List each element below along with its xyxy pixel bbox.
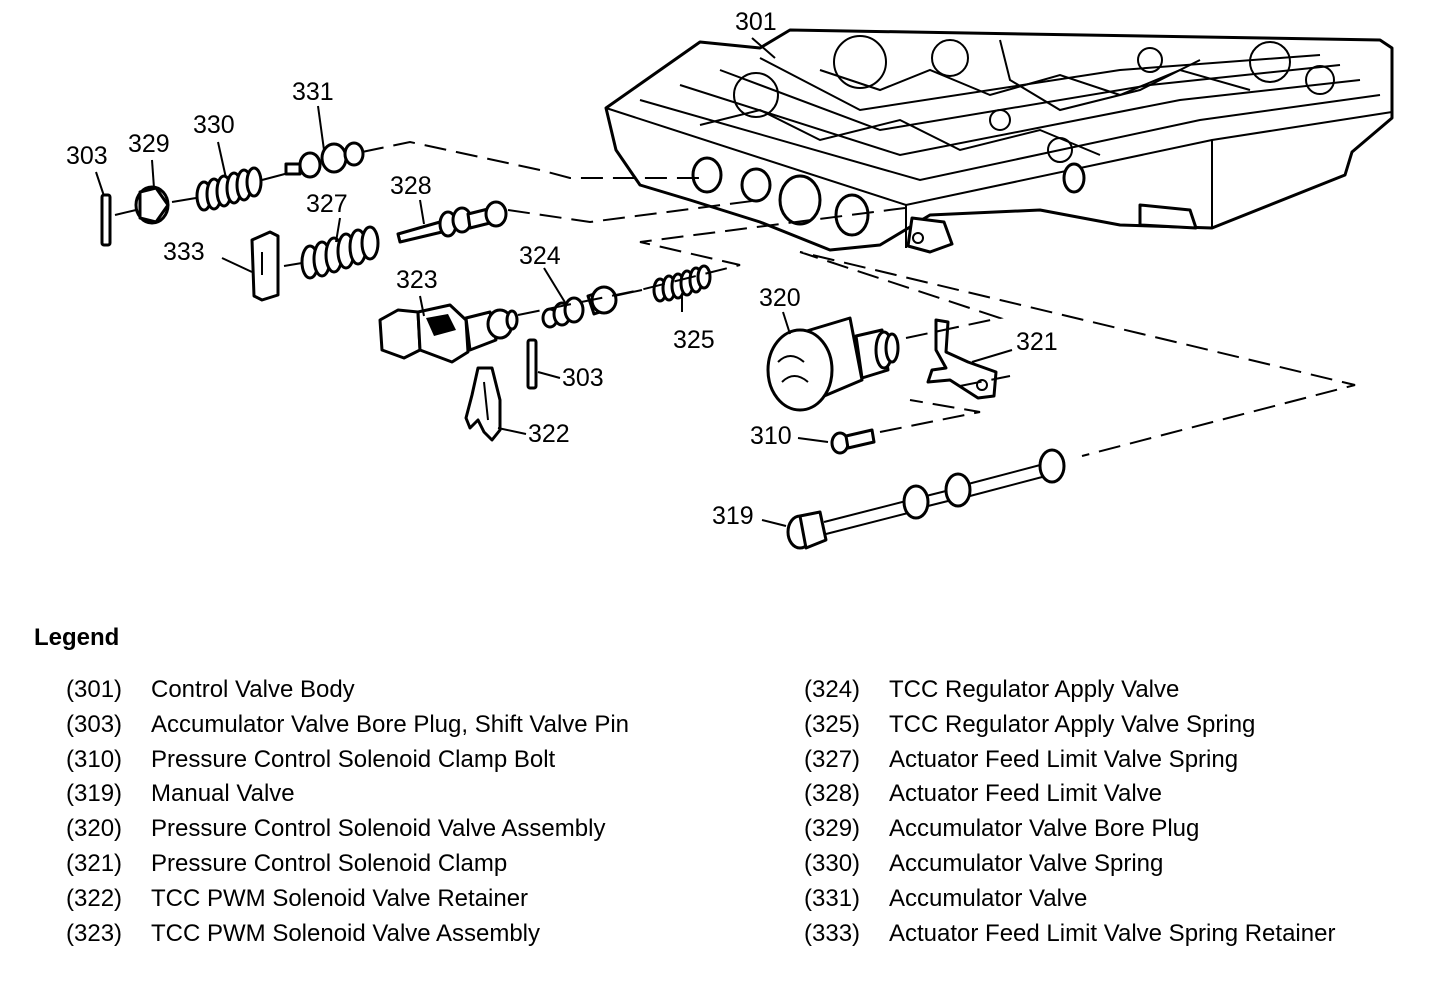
legend-number: (322) — [66, 884, 123, 912]
callout-301: 301 — [735, 8, 777, 36]
exploded-view-diagram: 301 303 329 330 331 328 327 333 323 324 … — [66, 8, 1394, 550]
legend-item: (327) Actuator Feed Limit Valve Spring — [804, 746, 1335, 781]
callout-329: 329 — [128, 130, 170, 158]
legend-number: (310) — [66, 745, 123, 773]
legend-number: (301) — [66, 676, 123, 703]
shift-valve-pin — [526, 338, 538, 390]
tcc-pwm-solenoid-valve-assembly — [378, 303, 519, 364]
legend-label: Pressure Control Solenoid Valve Assembly — [151, 815, 606, 843]
legend-label: Actuator Feed Limit Valve Spring Retaine… — [889, 919, 1336, 947]
accumulator-bore-plug-pin-left — [100, 193, 112, 247]
legend-number: (333) — [804, 919, 861, 947]
accumulator-valve-spring — [171, 166, 263, 212]
legend-label: Control Valve Body — [151, 676, 355, 703]
legend-number: (325) — [804, 710, 861, 738]
legend-number: (327) — [804, 745, 861, 773]
legend-label: Accumulator Valve — [889, 884, 1088, 912]
callout-327: 327 — [306, 190, 348, 218]
legend-label: Actuator Feed Limit Valve Spring — [889, 745, 1239, 773]
callout-320: 320 — [759, 284, 801, 312]
legend-label: Pressure Control Solenoid Clamp — [151, 849, 508, 877]
legend-number: (329) — [804, 815, 861, 843]
legend-number: (320) — [66, 815, 123, 843]
legend-label: TCC Regulator Apply Valve Spring — [889, 710, 1256, 738]
legend-item: (303) Accumulator Valve Bore Plug, Shift … — [66, 711, 629, 746]
legend-label: Manual Valve — [151, 780, 295, 808]
legend-number: (303) — [66, 710, 123, 738]
legend-item: (320) Pressure Control Solenoid Valve Ass… — [66, 815, 629, 850]
legend-label: TCC PWM Solenoid Valve Assembly — [151, 919, 541, 947]
legend-number: (324) — [804, 676, 861, 703]
callout-333: 333 — [163, 238, 205, 266]
legend-item: (323) TCC PWM Solenoid Valve Assembly — [66, 920, 629, 955]
pressure-control-solenoid-clamp — [926, 318, 998, 400]
legend-number: (331) — [804, 884, 861, 912]
legend-item: (331) Accumulator Valve — [804, 885, 1335, 920]
callout-322: 322 — [528, 420, 570, 448]
legend-item: (310) Pressure Control Solenoid Clamp Bol… — [66, 746, 629, 781]
legend-item: (319) Manual Valve — [66, 780, 629, 815]
actuator-feed-limit-valve-spring-retainer — [250, 230, 280, 302]
legend-number: (330) — [804, 849, 861, 877]
leader-lines — [95, 37, 1013, 527]
assembly-lines — [361, 140, 1356, 457]
actuator-feed-limit-valve-spring — [283, 225, 380, 280]
callout-331: 331 — [292, 78, 334, 106]
legend-number: (323) — [66, 919, 123, 947]
callout-303-left: 303 — [66, 142, 108, 170]
legend-item: (325) TCC Regulator Apply Valve Spring — [804, 711, 1335, 746]
callout-310: 310 — [750, 422, 792, 450]
callout-323: 323 — [396, 266, 438, 294]
legend-column-right: (324) TCC Regulator Apply Valve (325) TCC … — [804, 676, 1335, 954]
legend-item: (329) Accumulator Valve Bore Plug — [804, 815, 1335, 850]
legend-label: Pressure Control Solenoid Clamp Bolt — [151, 745, 556, 773]
accumulator-valve-bore-plug — [114, 185, 170, 225]
legend-number: (321) — [66, 849, 123, 877]
legend-item: (321) Pressure Control Solenoid Clamp — [66, 850, 629, 885]
callout-325: 325 — [673, 326, 715, 354]
callout-303-middle: 303 — [562, 364, 604, 392]
legend-item: (328) Actuator Feed Limit Valve — [804, 780, 1335, 815]
callout-319: 319 — [712, 502, 754, 530]
legend-number: (319) — [66, 780, 123, 808]
legend-label: Accumulator Valve Spring — [889, 849, 1164, 877]
actuator-feed-limit-valve — [396, 200, 508, 244]
legend-label: Accumulator Valve Bore Plug, Shift Valve… — [151, 710, 630, 738]
legend-item: (322) TCC PWM Solenoid Valve Retainer — [66, 885, 629, 920]
legend-column-left: (301) Control Valve Body (303) Accumulator… — [66, 676, 629, 954]
control-valve-body — [604, 28, 1394, 254]
pressure-control-solenoid-valve-assembly — [766, 316, 900, 412]
legend-label: TCC PWM Solenoid Valve Retainer — [151, 884, 529, 912]
legend-label: TCC Regulator Apply Valve — [889, 676, 1180, 703]
callout-330: 330 — [193, 111, 235, 139]
manual-valve — [786, 448, 1066, 550]
legend-label: Accumulator Valve Bore Plug — [889, 815, 1200, 843]
accumulator-valve — [261, 141, 365, 181]
callout-328: 328 — [390, 172, 432, 200]
callout-321: 321 — [1016, 328, 1058, 356]
legend-item: (324) TCC Regulator Apply Valve — [804, 676, 1335, 711]
legend-item: (333) Actuator Feed Limit Valve Spring Re… — [804, 920, 1335, 955]
legend-number: (328) — [804, 780, 861, 808]
tcc-regulator-apply-valve — [541, 285, 643, 329]
legend-item: (330) Accumulator Valve Spring — [804, 850, 1335, 885]
pressure-control-solenoid-clamp-bolt — [830, 428, 876, 455]
tcc-pwm-solenoid-valve-retainer — [464, 366, 502, 442]
legend-label: Actuator Feed Limit Valve — [889, 780, 1163, 808]
legend-title: Legend — [34, 624, 120, 651]
legend-item: (301) Control Valve Body — [66, 676, 629, 711]
callout-324: 324 — [519, 242, 561, 270]
